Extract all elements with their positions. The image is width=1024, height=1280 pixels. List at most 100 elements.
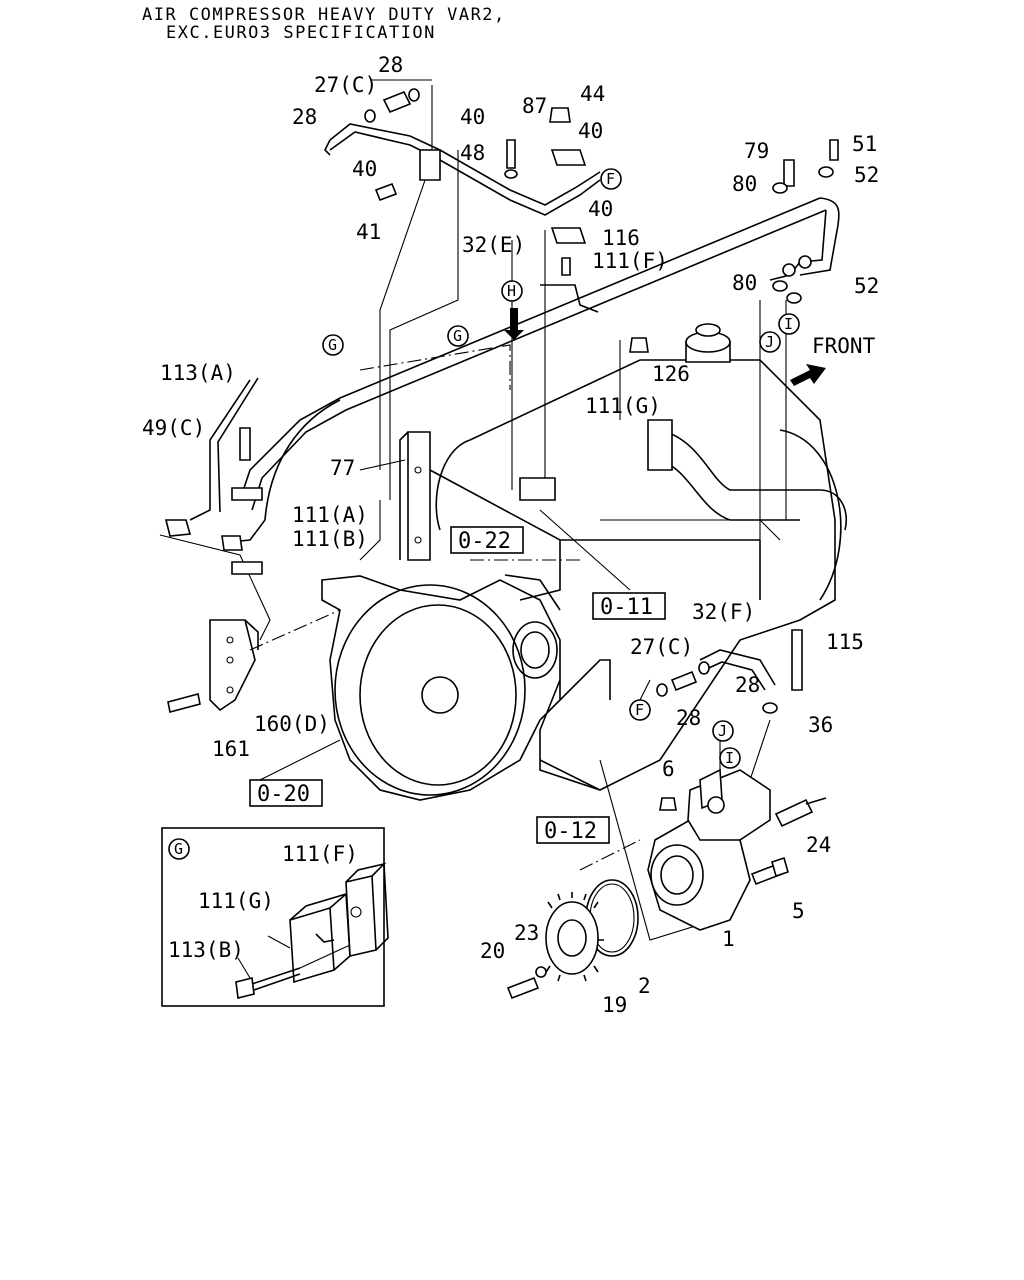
- marker-f-low: F: [635, 701, 644, 719]
- bolt-87: [506, 139, 516, 169]
- hose-27c-low: [670, 670, 698, 692]
- marker-j: J: [765, 333, 774, 351]
- front-arrow: [790, 364, 826, 386]
- label-115: 115: [826, 630, 864, 654]
- label-6: 6: [662, 757, 675, 781]
- label-24: 24: [806, 833, 831, 857]
- label-52-b: 52: [854, 274, 879, 298]
- diagram-title-line2: EXC.EURO3 SPECIFICATION: [166, 23, 436, 43]
- clip-111b: [231, 561, 263, 575]
- clip-40-a: [419, 149, 441, 181]
- label-32e: 32(E): [462, 233, 525, 257]
- nut-44: [549, 107, 571, 123]
- bolt-115: [791, 629, 803, 691]
- air-compressor: [647, 768, 827, 931]
- clip-28-low-b: [656, 683, 668, 697]
- hose-27c-top: [382, 90, 412, 114]
- bolt-41: [374, 182, 398, 202]
- clip-111a: [231, 487, 263, 501]
- marker-i: I: [784, 315, 793, 333]
- nut-126: [629, 337, 649, 353]
- diagram-title-line1: AIR COMPRESSOR HEAVY DUTY VAR2,: [142, 5, 506, 25]
- label-44: 44: [580, 82, 605, 106]
- bracket-160d: [209, 619, 259, 712]
- fitting-49c: [164, 519, 192, 537]
- label-113a: 113(A): [160, 361, 236, 385]
- label-111f: 111(F): [592, 249, 668, 273]
- washer-80-a: [772, 182, 788, 194]
- detail-label-111g: 111(G): [198, 889, 274, 913]
- label-19: 19: [602, 993, 627, 1017]
- washer-52-b: [786, 292, 802, 304]
- ref-0-12: 0-12: [544, 819, 597, 844]
- label-32f: 32(F): [692, 600, 755, 624]
- flywheel-housing: [321, 574, 611, 801]
- small-parts: [164, 88, 839, 714]
- bolt-51: [829, 139, 839, 161]
- label-40-c: 40: [578, 119, 603, 143]
- detail-marker: G: [174, 840, 183, 858]
- clip-28-top: [408, 88, 420, 102]
- drive-gear: [506, 839, 641, 1000]
- bolt-113a: [239, 427, 251, 461]
- marker-h: H: [507, 282, 516, 300]
- washer-52-a: [818, 166, 834, 178]
- h-arrow: [504, 308, 524, 340]
- detail-label-111f: 111(F): [282, 842, 358, 866]
- label-41: 41: [356, 220, 381, 244]
- label-40-d: 40: [588, 197, 613, 221]
- label-126: 126: [652, 362, 690, 386]
- label-23: 23: [514, 921, 539, 945]
- label-36: 36: [808, 713, 833, 737]
- label-40-b: 40: [352, 157, 377, 181]
- label-51: 51: [852, 132, 877, 156]
- banjo-a: [782, 263, 796, 277]
- clip-28-low-a: [698, 661, 710, 675]
- label-2: 2: [638, 974, 651, 998]
- marker-i2: I: [725, 749, 734, 767]
- circle-markers: F H G G J I F J I: [322, 168, 800, 769]
- bolt-20: [506, 976, 540, 1000]
- label-49c: 49(C): [142, 416, 205, 440]
- marker-f-top: F: [606, 170, 615, 188]
- label-111g: 111(G): [585, 394, 661, 418]
- part-labels: 28 27(C) 28 40 40 41 87 44 40 48 40 32(E…: [142, 53, 879, 1017]
- fitting-77: [221, 535, 243, 551]
- ref-0-11: 0-11: [600, 595, 653, 620]
- clamp-g: [519, 477, 556, 501]
- fitting-116: [561, 257, 571, 276]
- reference-boxes: 0-22 0-11 0-20 0-12: [249, 526, 666, 844]
- label-87: 87: [522, 94, 547, 118]
- label-77: 77: [330, 456, 355, 480]
- clip-40-b: [550, 149, 587, 166]
- clip-40-c: [550, 227, 587, 244]
- washer-48: [504, 169, 518, 179]
- ref-0-20: 0-20: [257, 782, 310, 807]
- label-40-a: 40: [460, 105, 485, 129]
- label-160d: 160(D): [254, 712, 330, 736]
- front-label: FRONT: [812, 334, 876, 358]
- marker-j2: J: [718, 722, 727, 740]
- bolt-161: [167, 693, 201, 713]
- label-28-left: 28: [292, 105, 317, 129]
- label-1: 1: [722, 927, 735, 951]
- engine-block: [429, 323, 847, 791]
- label-116: 116: [602, 226, 640, 250]
- label-28-low-b: 28: [676, 706, 701, 730]
- label-161: 161: [212, 737, 250, 761]
- detail-label-113b: 113(B): [168, 938, 244, 962]
- label-5: 5: [792, 899, 805, 923]
- label-27c-low: 27(C): [630, 635, 693, 659]
- washer-36: [762, 702, 778, 714]
- washer-80-b: [772, 280, 788, 292]
- bolt-79: [783, 159, 795, 187]
- label-28-low-a: 28: [735, 673, 760, 697]
- detail-g-inset: G 111(F) 111(G) 113(B): [161, 827, 389, 1007]
- mounting-bracket: [399, 431, 431, 561]
- banjo-b: [798, 255, 812, 269]
- label-79: 79: [744, 139, 769, 163]
- label-111b: 111(B): [292, 527, 368, 551]
- label-80-a: 80: [732, 172, 757, 196]
- label-28-top: 28: [378, 53, 403, 77]
